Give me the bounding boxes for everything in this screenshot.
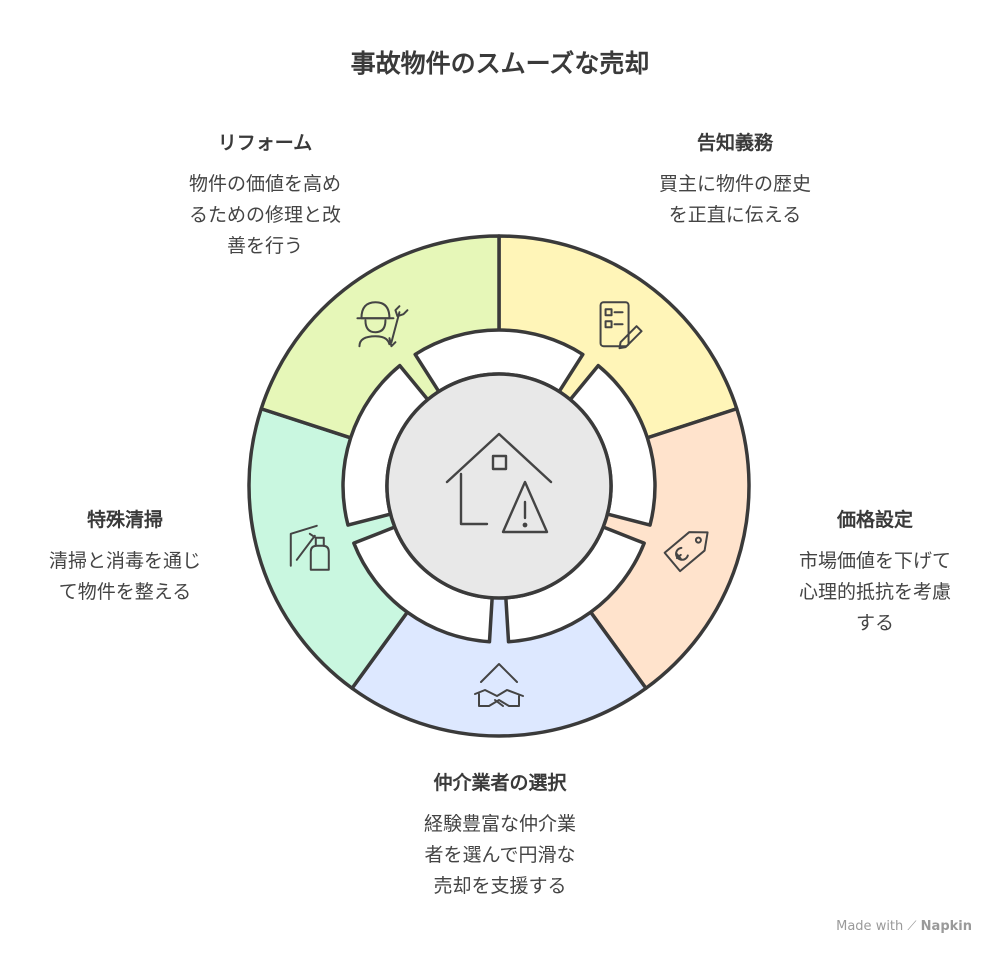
segment-desc-line: 者を選んで円滑な (424, 844, 576, 866)
segment-desc-line: 心理的抵抗を考慮 (798, 581, 951, 603)
footer-prefix: Made with (836, 919, 904, 934)
segment-desc-line: 買主に物件の歴史 (658, 173, 811, 195)
center-circle (385, 372, 613, 600)
segment-heading-cleaning: 特殊清掃 (86, 509, 163, 531)
segment-desc-line: 善を行う (226, 235, 303, 257)
checklist-pencil-icon (599, 301, 643, 350)
house-warning-icon (445, 432, 553, 534)
segment-desc-line: する (855, 612, 894, 634)
worker-wrench-icon (356, 301, 409, 348)
segment-desc-line: 市場価値を下げて (798, 550, 951, 572)
spray-bottle-icon (289, 524, 330, 571)
segment-desc-line: 売却を支援する (433, 875, 567, 897)
segment-label-agent: 仲介業者の選択 経験豊富な仲介業 者を選んで円滑な 売却を支援する (380, 768, 620, 902)
segment-desc-line: を正直に伝える (668, 204, 802, 226)
made-with-footer: Made with ⟋ Napkin (836, 919, 972, 934)
napkin-logo-icon: ⟋ (907, 919, 917, 934)
segment-heading-pricing: 価格設定 (836, 509, 913, 531)
segment-heading-agent: 仲介業者の選択 (433, 772, 567, 794)
segment-label-reform: リフォーム 物件の価値を高め るための修理と改 善を行う (140, 128, 390, 262)
segment-wedge-agent (350, 484, 648, 738)
segment-desc-line: 物件の価値を高め (188, 173, 341, 195)
segment-desc-line: 経験豊富な仲介業 (423, 813, 576, 835)
segment-desc-line: るための修理と改 (188, 204, 341, 226)
segment-label-cleaning: 特殊清掃 清掃と消毒を通じ て物件を整える (10, 505, 240, 608)
segment-heading-notice: 告知義務 (696, 132, 773, 154)
segment-heading-reform: リフォーム (217, 132, 313, 154)
segment-desc-line: 清掃と消毒を通じ (48, 550, 201, 572)
segment-label-notice: 告知義務 買主に物件の歴史 を正直に伝える (615, 128, 855, 231)
page-title: 事故物件のスムーズな売却 (350, 49, 650, 78)
segment-desc-line: て物件を整える (58, 581, 192, 603)
price-tag-icon (663, 531, 709, 573)
house-handshake-icon (474, 663, 524, 707)
footer-brand: Napkin (920, 919, 972, 934)
segment-label-pricing: 価格設定 市場価値を下げて 心理的抵抗を考慮 する (765, 505, 985, 639)
